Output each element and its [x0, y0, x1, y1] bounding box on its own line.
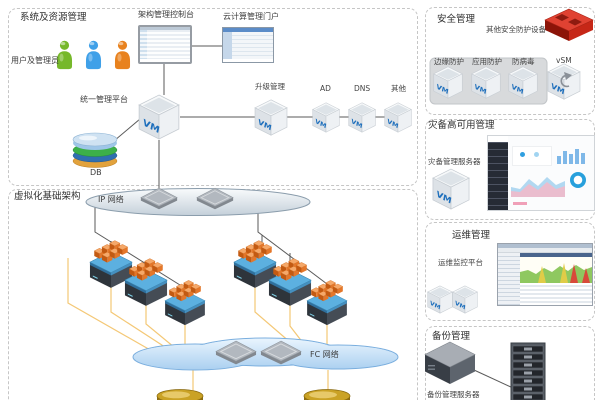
db-label: DB: [90, 168, 102, 177]
stat-dot: [520, 152, 525, 157]
other-security-device-label: 其他安全防护设备: [486, 25, 546, 34]
ip-network-cloud: [85, 187, 311, 216]
portal-label: 云计算管理门户: [223, 12, 279, 21]
console-label: 架构管理控制台: [138, 10, 194, 19]
console-toolbar: [140, 27, 190, 30]
stat-card: [512, 146, 552, 166]
user-person-blue: [85, 40, 102, 70]
app-protect-label: 应用防护: [472, 57, 502, 66]
user-person-orange: [114, 40, 131, 70]
storage-array-1: [156, 389, 204, 400]
panel-title-security: 安全管理: [437, 14, 476, 25]
users-admins-label: 用户及管理员: [11, 56, 59, 65]
fc-network-label: FC 网络: [310, 350, 339, 359]
dr-server-label: 灾备管理服务器: [428, 157, 481, 166]
security-appliance-red: [544, 8, 594, 41]
portal-sidebar: [223, 32, 232, 59]
ops-titlebar: [498, 244, 592, 248]
antivirus-label: 防病毒: [512, 57, 535, 66]
ops-menubar: [498, 248, 592, 253]
upgrade-mgmt-label: 升级管理: [255, 82, 285, 91]
dashboard-sidebar: [488, 136, 508, 210]
ops-platform-label: 运维监控平台: [438, 258, 483, 267]
ops-area-chart: [520, 257, 592, 283]
chart-legend: [513, 202, 527, 205]
upgrade-mgmt-vm-cube: [254, 99, 288, 136]
app-protect-vm-cube: [471, 66, 501, 99]
esx-host-6: [307, 280, 347, 325]
ad-vm-cube: [312, 102, 340, 133]
portal-titlebar: [223, 28, 273, 32]
panel-security: [425, 7, 595, 115]
vsm-label: vSM: [556, 56, 572, 65]
antivirus-vm-cube: [508, 66, 538, 99]
console-sidebar: [140, 30, 147, 59]
ops-data-table: [520, 283, 592, 305]
backup-server-label: 备份管理服务器: [427, 390, 480, 399]
portal-content: [232, 32, 273, 59]
user-person-green: [56, 40, 73, 70]
cloud-portal-screenshot: [222, 27, 274, 63]
ops-chart-header: [520, 253, 592, 257]
dr-dashboard-screenshot: [487, 135, 595, 211]
ops-monitor-screenshot: [497, 243, 593, 306]
esx-host-3: [165, 280, 205, 325]
dr-server-vm-cube: [432, 168, 470, 210]
ops-tree-panel: [498, 253, 520, 305]
backup-server-device: [424, 341, 476, 384]
panel-operations: [425, 222, 595, 321]
fc-network-cloud: [132, 337, 399, 371]
mini-bar-chart: [557, 149, 585, 164]
backup-storage-rack: [510, 342, 546, 400]
panel-title-system: 系统及资源管理: [20, 12, 87, 23]
ad-label: AD: [320, 84, 331, 93]
dns-label: DNS: [354, 84, 371, 93]
ops-vm-cube-2: [452, 285, 478, 314]
ip-network-label: IP 网络: [98, 195, 124, 204]
unified-platform-vm-cube: [138, 94, 180, 140]
architecture-console-screenshot: [138, 25, 192, 64]
mini-donut-chart: [570, 172, 586, 188]
other-label: 其他: [391, 84, 406, 93]
console-table: [147, 30, 190, 59]
dns-vm-cube: [348, 102, 376, 133]
edge-protect-vm-cube: [433, 66, 463, 99]
vsm-vm-cube: [547, 63, 581, 100]
other-vm-cube: [384, 102, 412, 133]
panel-title-virtualization: 虚拟化基础架构: [14, 191, 81, 202]
edge-protect-label: 边缘防护: [434, 57, 464, 66]
ops-vm-cube-1: [427, 285, 453, 314]
unified-platform-label: 统一管理平台: [80, 95, 128, 104]
storage-array-2: [303, 389, 351, 400]
mini-area-chart: [511, 177, 565, 197]
stat-dot: [534, 152, 539, 157]
panel-system-resource: [8, 8, 418, 186]
panel-title-backup: 备份管理: [432, 331, 471, 342]
db-stack: [72, 132, 118, 168]
panel-title-operations: 运维管理: [452, 230, 491, 241]
panel-title-disaster: 灾备高可用管理: [428, 120, 495, 131]
